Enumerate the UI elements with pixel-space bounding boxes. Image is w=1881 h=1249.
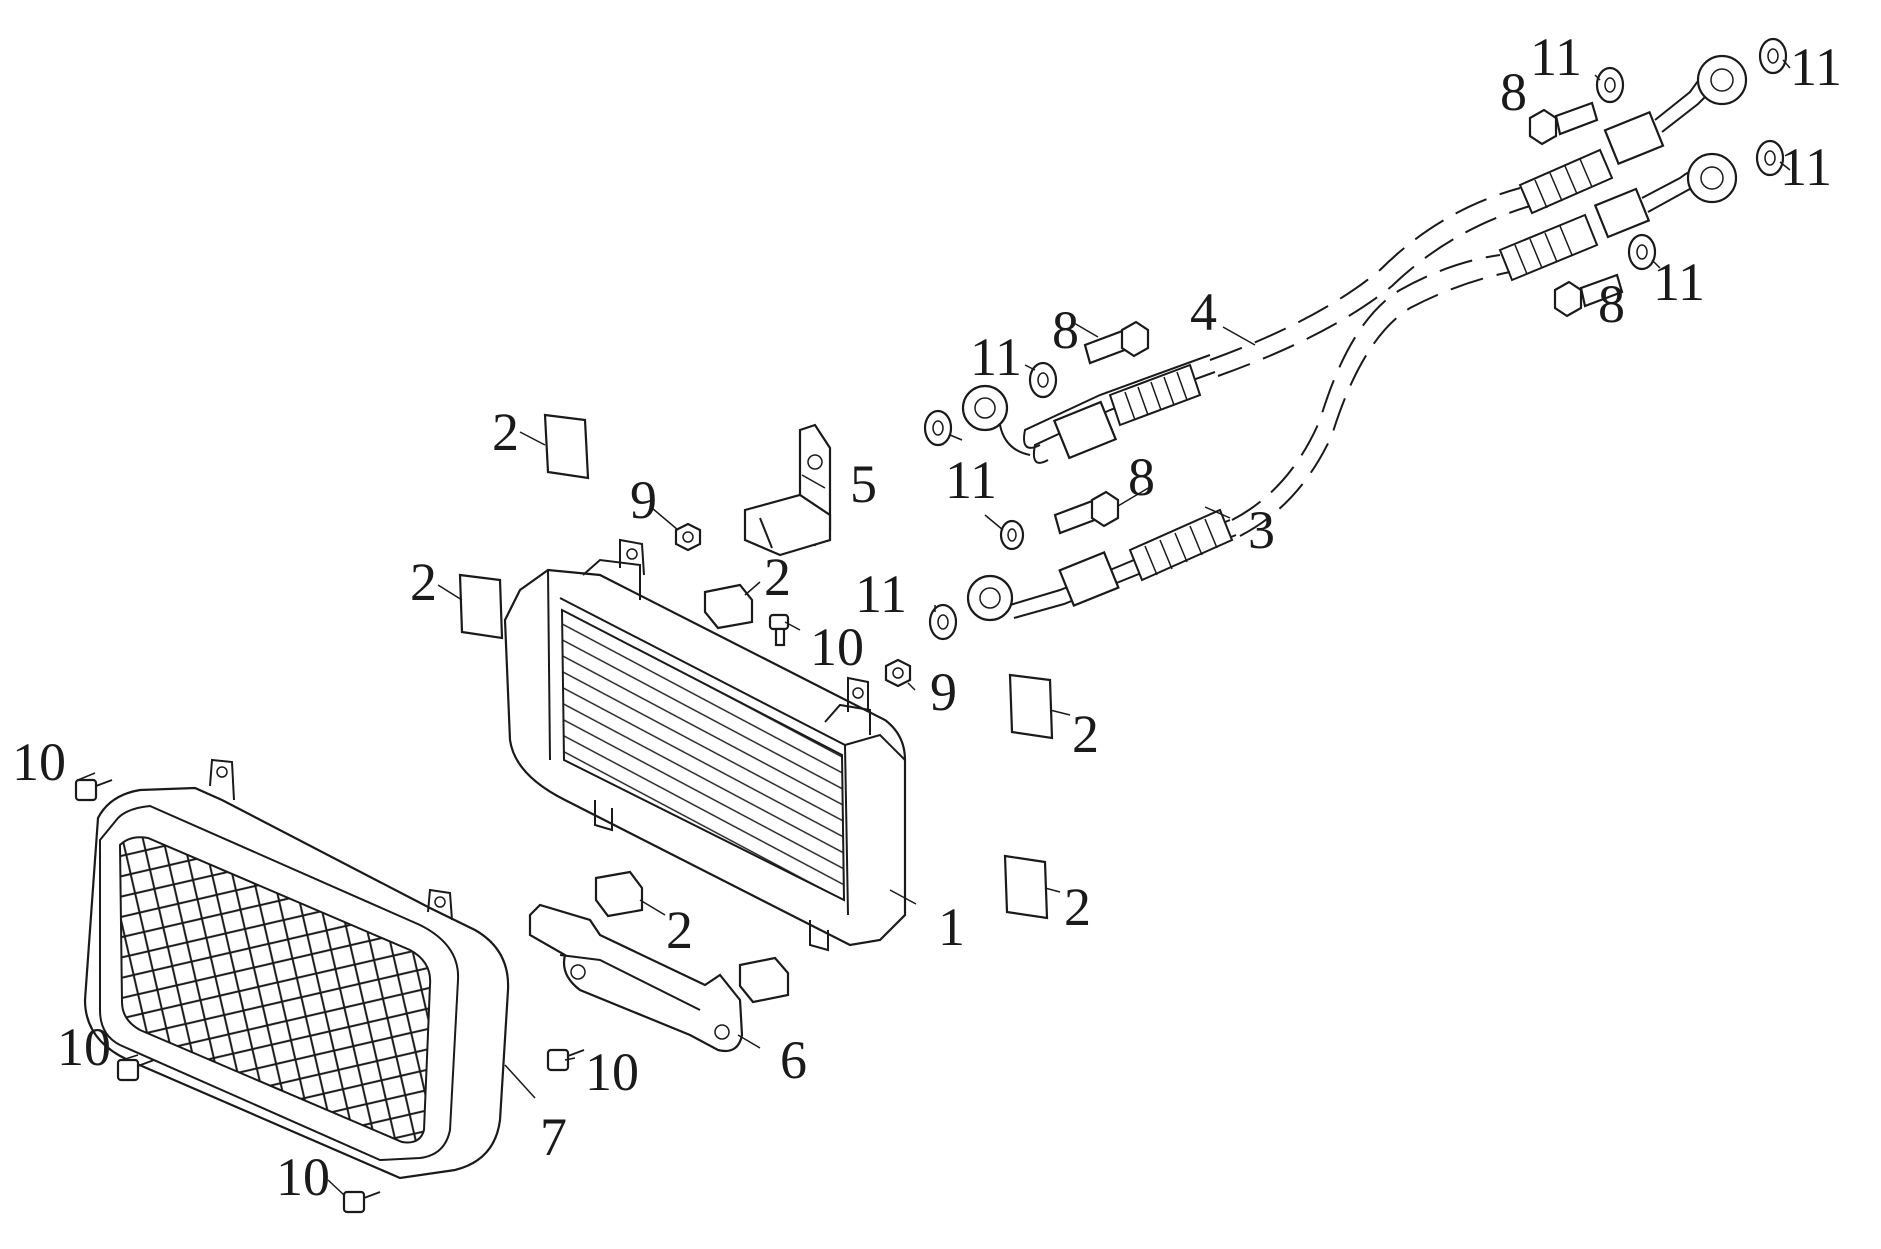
- nut-icon: [674, 522, 702, 552]
- callout-8: 8: [1598, 274, 1625, 334]
- callout-9: 9: [930, 662, 957, 722]
- rubber-pads: [458, 413, 1054, 1004]
- callout-3: 3: [1248, 500, 1275, 560]
- callout-10: 10: [810, 617, 864, 677]
- callout-7: 7: [540, 1107, 567, 1167]
- callout-11: 11: [945, 450, 997, 510]
- washer-icon: [1028, 361, 1058, 399]
- grille-cover: [83, 758, 510, 1180]
- washer-icon: [1758, 37, 1788, 75]
- callout-11: 11: [1780, 137, 1832, 197]
- bolts: [74, 613, 790, 1214]
- callout-2: 2: [666, 900, 693, 960]
- washer-icon: [1755, 139, 1785, 177]
- bolt-icon: [342, 1190, 381, 1214]
- bolt-icon: [116, 1058, 155, 1082]
- nuts: [674, 522, 912, 688]
- callout-10: 10: [57, 1017, 111, 1077]
- bolt-icon: [74, 778, 113, 802]
- callout-10: 10: [585, 1042, 639, 1102]
- washers: [923, 37, 1788, 641]
- oil-hoses: [961, 54, 1748, 622]
- callout-11: 11: [970, 327, 1022, 387]
- bolt-icon: [546, 1048, 585, 1072]
- leader-lines: [77, 59, 1791, 1196]
- callout-11: 11: [1790, 37, 1842, 97]
- callout-8: 8: [1128, 447, 1155, 507]
- callout-11: 11: [855, 564, 907, 624]
- bolt-icon: [768, 613, 790, 647]
- angle-bracket: [743, 423, 832, 557]
- washer-icon: [1627, 233, 1657, 271]
- callout-5: 5: [850, 454, 877, 514]
- callout-8: 8: [1052, 300, 1079, 360]
- callout-11: 11: [1653, 252, 1705, 312]
- banjo-bolts: [1053, 101, 1624, 535]
- callout-1: 1: [938, 897, 965, 957]
- radiator-core: [503, 538, 907, 952]
- callout-2: 2: [764, 547, 791, 607]
- callouts: 1 2 2 2 2 2 2 3 4 5 6 7 8 8 8 8 9 9 10 1…: [12, 27, 1842, 1207]
- callout-11: 11: [1530, 27, 1582, 87]
- callout-10: 10: [12, 732, 66, 792]
- banjo-bolt-icon: [1528, 101, 1599, 146]
- callout-2: 2: [410, 552, 437, 612]
- callout-4: 4: [1190, 282, 1217, 342]
- washer-icon: [999, 519, 1025, 551]
- callout-2: 2: [1064, 877, 1091, 937]
- callout-2: 2: [492, 402, 519, 462]
- banjo-bolt-icon: [1053, 490, 1120, 535]
- banjo-bolt-icon: [1553, 273, 1624, 318]
- mounting-bracket: [528, 903, 744, 1053]
- callout-8: 8: [1500, 62, 1527, 122]
- washer-icon: [923, 409, 953, 447]
- washer-icon: [928, 603, 958, 641]
- callout-9: 9: [630, 470, 657, 530]
- callout-10: 10: [276, 1147, 330, 1207]
- callout-6: 6: [780, 1030, 807, 1090]
- banjo-bolt-icon: [1083, 320, 1150, 365]
- washer-icon: [1595, 66, 1625, 104]
- callout-2: 2: [1072, 704, 1099, 764]
- nut-icon: [884, 658, 912, 688]
